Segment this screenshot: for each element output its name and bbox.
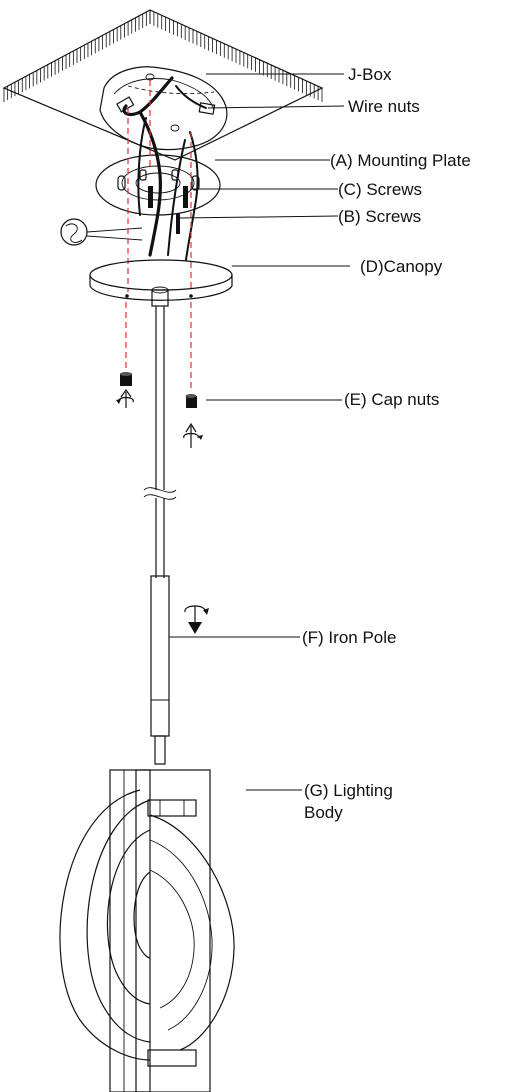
lighting-body: [59, 769, 235, 1092]
label-iron-pole: (F) Iron Pole: [302, 628, 396, 647]
label-lighting-body-line2: Body: [304, 803, 343, 822]
rotate-arrow-pole-icon: [184, 605, 209, 634]
c-screw-left: [148, 186, 153, 208]
label-canopy: (D)Canopy: [360, 257, 443, 276]
c-screw-right: [183, 186, 188, 208]
leader-lines: [169, 73, 350, 791]
ground-coil: [60, 218, 143, 246]
cap-nut-left: [120, 372, 132, 386]
canopy: [89, 259, 233, 307]
label-c-screws: (C) Screws: [338, 180, 422, 199]
ceiling: [2, 9, 324, 161]
label-b-screws: (B) Screws: [338, 207, 421, 226]
b-screw: [176, 214, 180, 234]
label-jbox: J-Box: [348, 65, 392, 84]
alignment-guides: [125, 80, 192, 392]
cap-nut-right: [185, 394, 197, 408]
wires: [116, 76, 216, 261]
label-cap-nuts: (E) Cap nuts: [344, 390, 439, 409]
rotate-arrow-right-icon: [183, 422, 203, 448]
wire-nut-left: [116, 96, 135, 113]
wire-nut-right: [198, 102, 216, 115]
label-mounting-plate: (A) Mounting Plate: [330, 151, 471, 170]
mounting-plate: [95, 154, 221, 234]
label-lighting-body-line1: (G) Lighting: [304, 781, 393, 800]
ceiling-hatching: [3, 10, 323, 102]
label-wire-nuts: Wire nuts: [348, 97, 420, 116]
iron-pole: [143, 306, 177, 765]
rotate-arrow-left-icon: [116, 388, 134, 408]
